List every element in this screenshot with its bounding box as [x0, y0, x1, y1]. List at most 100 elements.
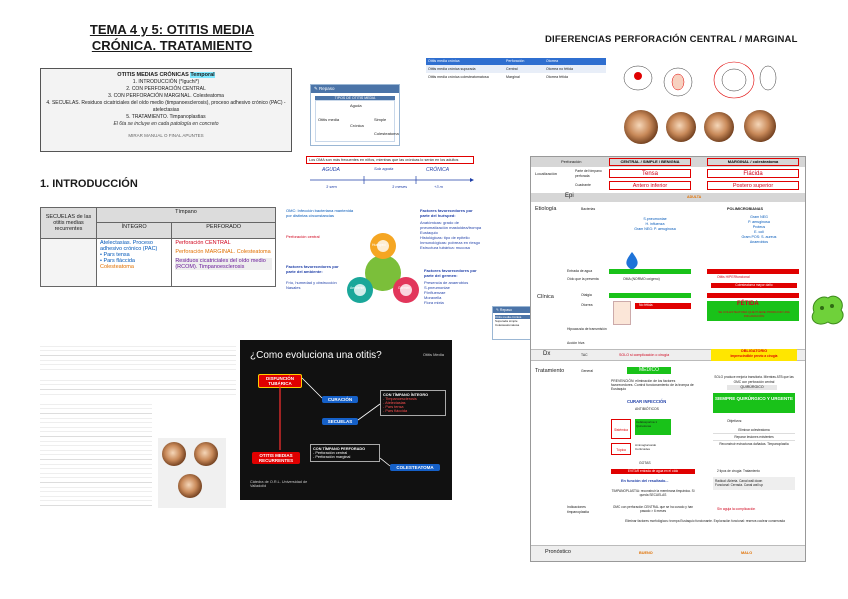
- perforado-line: Perforación MARGINAL. Colesteatoma: [175, 248, 271, 255]
- repaso-row: Otitis media: [318, 117, 340, 122]
- pronostico-bueno: BUENO: [639, 551, 653, 555]
- integro-item: - Timpanoesclerosis: [383, 397, 417, 401]
- diagram-right-item: Inmunológicas: pobreza en riesgo: [420, 240, 481, 245]
- repaso-card-header-text: Repaso: [319, 86, 335, 91]
- diagram-bottom-left-item: Frío, humedad y obstrucción: [286, 280, 337, 285]
- index-heading-text: OTITIS MEDIAS CRÓNICAS: [117, 72, 189, 78]
- mini-repaso-header: ✎ Repaso: [493, 307, 561, 313]
- topica-drugs: Aminoglucosido Corticoides: [635, 443, 657, 451]
- otorrea-td: Otitis media crónica colesteatomatosa: [428, 75, 489, 79]
- ear-photo: [194, 442, 218, 466]
- medico-badge: MÉDICO: [627, 367, 671, 374]
- objetivo-item: Eliminar colesteatoma: [713, 427, 795, 434]
- ind-central: OMC con perforación CENTRAL que se ha cu…: [612, 505, 694, 513]
- tiempo-item: Radical: Abierta. Canal wall down: [715, 479, 763, 483]
- siempre-quirurgico: SIEMPRE QUIRÚRGICO Y URGENTE: [713, 393, 795, 413]
- notes-paragraph: [40, 342, 236, 372]
- integro-title: CON TÍMPANO ÍNTEGRO: [383, 393, 429, 397]
- otorrea-th: Perforación: [506, 59, 525, 63]
- diagram-bottom-left-item: Nasales: [286, 285, 301, 290]
- colesteatoma-box: COLESTEATOMA: [390, 464, 440, 471]
- index-item: 5. TRATAMIENTO. Timpanoplastias: [126, 114, 206, 120]
- diagram-bottom-right-item: Presencia de anaerobios: [424, 280, 469, 285]
- central-bacteria: Gram NEG: P. aeruginosa: [634, 227, 676, 231]
- ear-photo: [162, 442, 186, 466]
- mini-repaso-th: Otitis media crónica: [495, 315, 522, 319]
- objetivos-label: Objetivos:: [727, 419, 743, 423]
- green-blob-icon: [811, 295, 844, 325]
- row-loc-sub: Parte del tímpano perforada: [575, 169, 602, 178]
- perforado-line: Residuos cicatriciales del oído medio (R…: [175, 257, 272, 270]
- funcion-resultado: En función del resultado...: [621, 479, 669, 483]
- slide-corner-label: Otitis Media: [422, 352, 444, 357]
- triad-label: Germen: [398, 286, 411, 290]
- mini-repaso-td: Colesteatomatosa: [495, 323, 520, 327]
- row-general: General: [581, 369, 594, 373]
- th-marginal: MARGINAL / colesteatoma: [707, 158, 799, 166]
- objetivos-list: Eliminar colesteatoma Reparar lesiones e…: [713, 427, 795, 447]
- marginal-otorrea-box: [707, 301, 799, 321]
- ear-illustration: [613, 301, 631, 325]
- integro-cell: Atelectasias. Proceso adhesivo crónico (…: [95, 237, 173, 288]
- central-otorrea-bar: [635, 303, 691, 309]
- handwriting-aguda: AGUDA: [322, 167, 340, 173]
- marginal-oido: Otitis HIPERfuncional: [717, 275, 750, 279]
- central-otalgia-bar: [609, 293, 691, 298]
- diagram-left-item: Perforación central: [286, 234, 320, 239]
- epi-adulta: ADULTA: [687, 195, 702, 199]
- marginal-otorrea: FÉTIDA: [737, 301, 759, 307]
- ind-marginal: Sin aguja la complicación: [717, 507, 756, 511]
- curacion-box: CURACIÓN: [322, 396, 358, 403]
- central-cuadrante: Antero inferior: [609, 181, 691, 190]
- row-bacterias: Bacterias: [581, 207, 596, 211]
- cirugia-note: SOLO produce mejoría transitoria. Mientr…: [714, 375, 794, 384]
- book-icon: ✎: [314, 86, 318, 91]
- tiempos-list: Radical: Abierta. Canal wall down Funcio…: [713, 477, 795, 490]
- mini-repaso-header-text: Repaso: [499, 308, 512, 312]
- tiempos-label: 2 tipos de cirugía: Tratamiento: [717, 469, 760, 473]
- perforado-item: - Perforación central: [313, 451, 348, 455]
- triad-graphic: [347, 233, 419, 303]
- handwriting-3sem: 3 sem: [326, 184, 337, 189]
- row-tac: TAC: [581, 353, 588, 357]
- central-tensa: Tensa: [609, 169, 691, 178]
- otoscopy-photo: [744, 110, 776, 142]
- marginal-cuadrante: Postero superior: [707, 181, 799, 190]
- diagram-bottom-right-list: Presencia de anaerobios S.pneumoniae P.i…: [424, 280, 482, 305]
- intro-heading: 1. INTRODUCCIÓN: [40, 178, 138, 190]
- diagram-right-item: Estructura tubárica: mucosa: [420, 245, 470, 250]
- epi-row: [531, 193, 805, 202]
- index-note: El 6ta se incluye en cada patología en c…: [113, 121, 219, 127]
- diagram-right-item: Histológicas: tipo de epitelio: [420, 235, 470, 240]
- secuelas-group-header: Tímpano: [96, 206, 276, 224]
- pronostico-row: [531, 545, 805, 561]
- row-pronostico: Pronóstico: [545, 549, 571, 555]
- antibioticos-label: ANTIBIÓTICOS: [635, 407, 659, 411]
- otorrea-th: Otorrea: [546, 59, 559, 63]
- otorrea-td: Otitis media crónica supurada: [428, 67, 476, 71]
- row-accion-hiva: Acción hiva: [567, 341, 585, 345]
- central-oido: OMA (NORMO oxígeno): [623, 277, 660, 281]
- factors-diagram: OMC: Infección bacteriana mantenida por …: [282, 206, 482, 332]
- page-title: TEMA 4 y 5: OTITIS MEDIA CRÓNICA. TRATAM…: [62, 22, 282, 54]
- secuelas-table: SECUELAS de las otitis medias recurrente…: [40, 206, 276, 288]
- secuelas-blank: [40, 237, 97, 288]
- evolution-slide: ¿Como evoluciona una otitis? Otitis Medi…: [240, 340, 452, 500]
- col-integro: ÍNTEGRO: [95, 222, 173, 239]
- diagram-right-item: Anatómicas: grado de pneumatización mast…: [420, 220, 482, 235]
- integro-line: Colesteatoma: [100, 263, 134, 270]
- handwriting-3meses: 3 meses: [392, 184, 408, 189]
- sistemica-drugs: Cefalosporina 1 Quinolonas: [635, 419, 671, 435]
- otorrea-row: Otitis media crónica supurada Central Ot…: [426, 65, 606, 73]
- slide-title: ¿Como evoluciona una otitis?: [250, 350, 382, 361]
- index-item: 1. INTRODUCCIÓN (*Iguchi*): [132, 79, 200, 85]
- book-icon: ✎: [496, 308, 499, 312]
- diagram-bottom-right-item: Moraxella: [424, 295, 442, 300]
- repaso-row: Crónica: [350, 123, 364, 128]
- integro-item: - Pars fláccida: [383, 409, 408, 413]
- marginal-bacteria: Gram NEG: [750, 215, 768, 219]
- otorrea-table: Otitis media crónica Perforación Otorrea…: [426, 58, 606, 84]
- right-page-title: DIFERENCIAS PERFORACIÓN CENTRAL / MARGIN…: [545, 34, 798, 45]
- curar-infeccion: CURAR INFECCIÓN: [627, 399, 667, 404]
- diagram-bottom-right-item: Flora mixta: [424, 300, 444, 305]
